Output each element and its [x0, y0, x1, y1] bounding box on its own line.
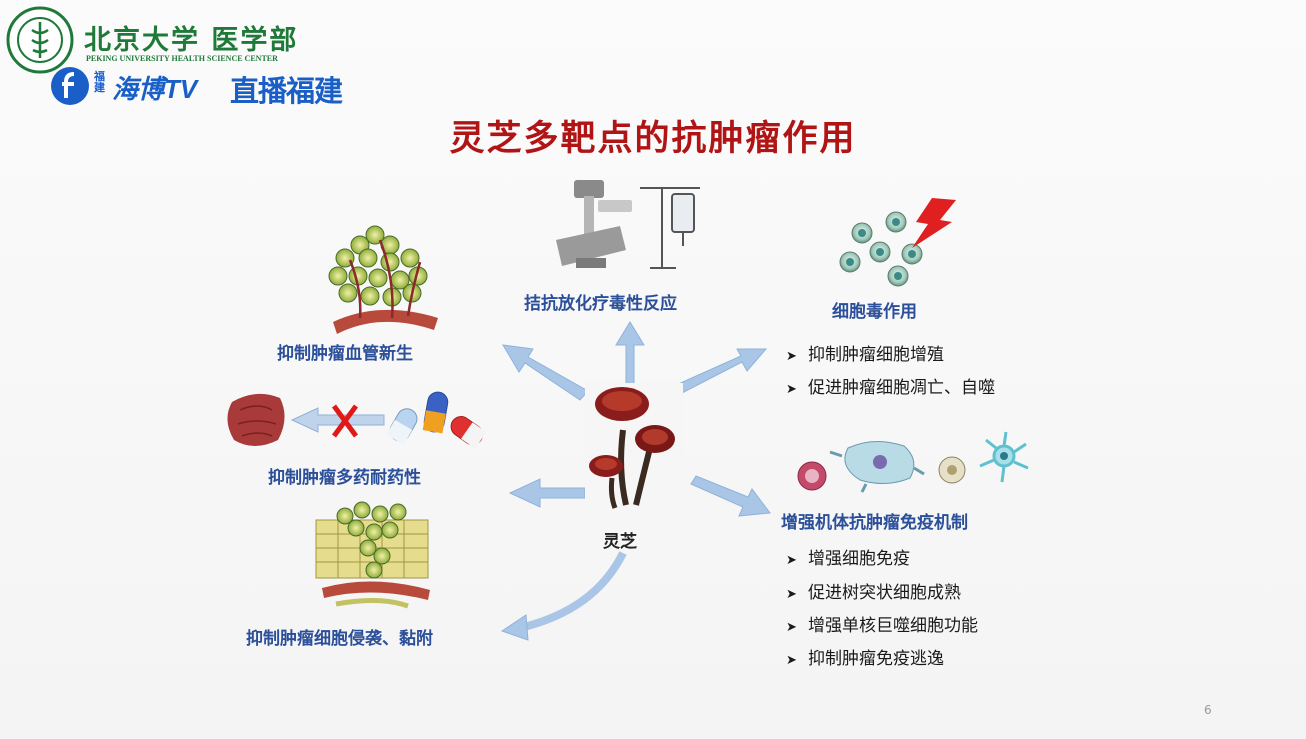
arrow-to-mdr: [508, 478, 586, 508]
label-invasion: 抑制肿瘤细胞侵袭、黏附: [246, 629, 433, 649]
arrow-to-immune: [690, 475, 771, 517]
tumor-invasion-icon: [315, 501, 430, 609]
label-angiogenesis: 抑制肿瘤血管新生: [277, 344, 413, 364]
bullet-arrow-icon: ➤: [786, 553, 797, 568]
slide-title: 灵芝多靶点的抗肿瘤作用: [449, 118, 857, 159]
bullet-arrow-icon: ➤: [786, 382, 797, 397]
label-mdr: 抑制肿瘤多药耐药性: [268, 468, 421, 488]
tv-province-text: 福建: [94, 70, 105, 94]
bullet-arrow-icon: ➤: [786, 653, 797, 668]
bullet-arrow-icon: ➤: [786, 587, 797, 602]
bullet-item: ➤抑制肿瘤免疫逃逸: [786, 649, 944, 669]
lingzhi-mushroom-icon: [585, 383, 683, 518]
resistance-arrow-icon: [290, 404, 385, 438]
arrow-to-invasion-head: [500, 614, 529, 641]
label-radiotherapy: 拮抗放化疗毒性反应: [524, 294, 677, 314]
immune-cells-icon: [797, 431, 1029, 493]
tumor-tissue-icon: [227, 393, 285, 446]
lightning-icon: [912, 198, 956, 248]
bullet-item: ➤促进肿瘤细胞凋亡、自噬: [786, 378, 995, 398]
tumor-angiogenesis-icon: [328, 225, 438, 334]
bullet-item: ➤增强单核巨噬细胞功能: [786, 616, 978, 636]
pku-seal-logo: [6, 6, 74, 74]
bullet-item: ➤促进树突状细胞成熟: [786, 583, 961, 603]
live-fujian-logo: 直播福建: [230, 76, 343, 108]
label-cytotoxic: 细胞毒作用: [832, 302, 917, 322]
center-label: 灵芝: [603, 532, 637, 552]
tv-name-text: 海博TV: [112, 74, 198, 104]
arrow-to-cytotoxic: [675, 348, 768, 394]
bullet-arrow-icon: ➤: [786, 620, 797, 635]
pills-icon: [386, 391, 487, 449]
page-number: 6: [1204, 703, 1212, 717]
university-name-en: PEKING UNIVERSITY HEALTH SCIENCE CENTER: [86, 54, 278, 63]
bullet-arrow-icon: ➤: [786, 349, 797, 364]
arrow-to-invasion: [519, 551, 627, 632]
university-name-cn: 北京大学 医学部: [84, 25, 299, 56]
arrow-to-radiotherapy: [615, 321, 645, 389]
iv-drip-icon: [640, 187, 700, 269]
cytotoxic-cells-icon: [839, 198, 956, 287]
arrow-to-angiogenesis: [502, 344, 589, 401]
bullet-item: ➤增强细胞免疫: [786, 549, 910, 569]
radiotherapy-machine-icon: [556, 180, 632, 268]
label-immune: 增强机体抗肿瘤免疫机制: [781, 513, 968, 533]
bullet-item: ➤抑制肿瘤细胞增殖: [786, 345, 944, 365]
haibo-tv-logo-icon: [51, 67, 89, 105]
